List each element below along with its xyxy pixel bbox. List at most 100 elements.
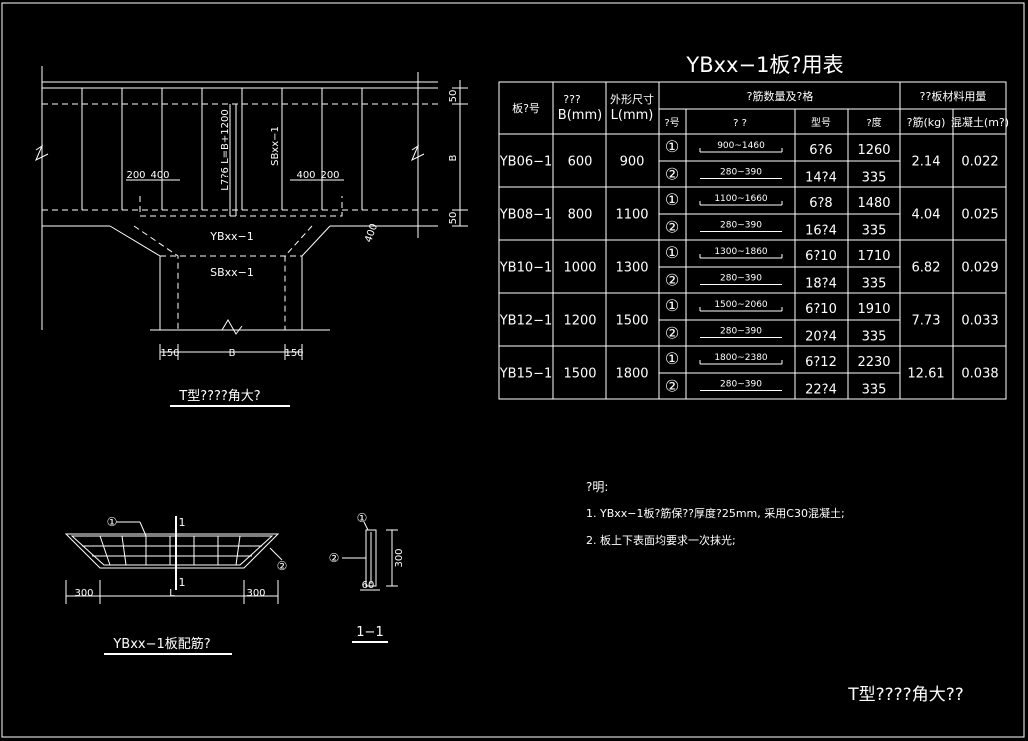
notes-line-2: 2. 板上下表面均要求一次抹光; xyxy=(586,533,736,547)
cell-l: 1300 xyxy=(615,261,648,276)
cell-plate-id: YB10−1 xyxy=(499,261,553,276)
cell-rebar-1-type: 6?6 xyxy=(809,143,832,158)
notes-heading: ?明: xyxy=(586,480,608,494)
cell-rebar-1-no: ① xyxy=(665,349,679,368)
plan-dim-50-mid: 50 xyxy=(448,212,459,225)
cell-concrete: 0.029 xyxy=(961,261,998,276)
cell-rebar-2-shape: 280~390 xyxy=(720,221,762,231)
cell-rebar-2-len: 335 xyxy=(862,330,887,345)
cell-b: 800 xyxy=(568,208,593,223)
cell-rebar-2-len: 335 xyxy=(862,383,887,398)
plan-rebar-label: L7?6 L=B+1200 xyxy=(220,109,231,190)
plan-yb-label: YBxx−1 xyxy=(209,230,254,243)
sheet-title: T型????角大?? xyxy=(847,685,964,705)
section-marker-1: ① xyxy=(357,511,368,525)
plan-sb-vertical-label: SBxx−1 xyxy=(270,126,281,166)
cell-rebar-2-no: ② xyxy=(665,165,679,184)
cell-rebar-2-type: 22?4 xyxy=(805,383,837,398)
section-1-1 xyxy=(342,521,398,643)
material-table xyxy=(498,81,1007,400)
plan-dim-200-left: 200 xyxy=(126,170,145,181)
table-title: YBxx−1板?用表 xyxy=(685,53,843,77)
plan-dim-150-right: 150 xyxy=(284,348,303,359)
cell-rebar-2-shape: 280~390 xyxy=(720,380,762,390)
cell-rebar-1-no: ① xyxy=(665,243,679,262)
cell-rebar-2-type: 20?4 xyxy=(805,330,837,345)
cell-rebar-2-shape: 280~390 xyxy=(720,274,762,284)
plan-sb-label: SBxx−1 xyxy=(210,266,254,279)
header-concrete: 混凝土(m?) xyxy=(951,115,1009,129)
plan-dim-400-right: 400 xyxy=(296,170,315,181)
section-caption: 1−1 xyxy=(356,625,383,640)
header-rebar-no: ?号 xyxy=(664,117,679,129)
header-l-top: 外形尺寸 xyxy=(610,92,654,106)
detail-caption: YBxx−1板配筋? xyxy=(112,636,210,652)
cell-rebar-2-len: 335 xyxy=(862,224,887,239)
cell-rebar-2-len: 335 xyxy=(862,277,887,292)
header-rebar-type: 型号 xyxy=(811,116,831,129)
rebar-detail xyxy=(64,516,283,655)
cell-plate-id: YB08−1 xyxy=(499,208,553,223)
cell-steel: 2.14 xyxy=(912,155,941,170)
cell-rebar-1-shape: 1300~1860 xyxy=(714,247,768,257)
cell-rebar-1-len: 1710 xyxy=(857,249,890,264)
header-b-top: ??? xyxy=(563,93,581,106)
plan-dim-400-left: 400 xyxy=(150,170,169,181)
header-material-group: ??板材料用量 xyxy=(920,89,987,103)
detail-section-bottom: 1 xyxy=(179,576,186,589)
cell-steel: 12.61 xyxy=(907,367,944,382)
cell-rebar-2-shape: 280~390 xyxy=(720,168,762,178)
cell-rebar-1-shape: 900~1460 xyxy=(717,141,765,151)
cell-rebar-1-len: 1480 xyxy=(857,196,890,211)
plan-caption: T型????角大? xyxy=(178,389,260,404)
cell-rebar-1-len: 1260 xyxy=(857,143,890,158)
detail-section-top: 1 xyxy=(179,516,186,529)
cell-l: 1800 xyxy=(615,367,648,382)
cell-concrete: 0.038 xyxy=(961,367,998,382)
cell-b: 1200 xyxy=(563,314,596,329)
header-plate-no: 板?号 xyxy=(512,101,540,115)
header-rebar-len: ?度 xyxy=(866,116,881,129)
header-rebar-shape: ? ? xyxy=(733,118,747,129)
cell-rebar-2-no: ② xyxy=(665,218,679,237)
cell-steel: 4.04 xyxy=(912,208,941,223)
cell-rebar-1-shape: 1800~2380 xyxy=(714,353,768,363)
cell-rebar-2-type: 14?4 xyxy=(805,171,837,186)
cell-rebar-1-no: ① xyxy=(665,296,679,315)
cell-rebar-1-type: 6?12 xyxy=(805,355,837,370)
cell-rebar-2-no: ② xyxy=(665,324,679,343)
section-dim-60: 60 xyxy=(362,580,375,591)
cell-rebar-1-type: 6?10 xyxy=(805,302,837,317)
detail-marker-1: ① xyxy=(107,515,118,529)
cell-steel: 6.82 xyxy=(912,261,941,276)
cell-rebar-2-no: ② xyxy=(665,271,679,290)
cell-l: 1500 xyxy=(615,314,648,329)
cell-l: 900 xyxy=(620,155,645,170)
cell-concrete: 0.033 xyxy=(961,314,998,329)
cell-rebar-1-len: 2230 xyxy=(857,355,890,370)
plan-dim-b-right: B xyxy=(448,154,459,161)
cell-steel: 7.73 xyxy=(912,314,941,329)
cell-rebar-1-no: ① xyxy=(665,137,679,156)
cell-rebar-2-shape: 280~390 xyxy=(720,327,762,337)
header-steel: ?筋(kg) xyxy=(907,115,946,129)
cell-rebar-1-no: ① xyxy=(665,190,679,209)
header-rebar-group: ?筋数量及?格 xyxy=(747,89,814,103)
cell-rebar-1-type: 6?10 xyxy=(805,249,837,264)
detail-dim-300-right: 300 xyxy=(246,588,265,599)
plan-view xyxy=(35,66,468,407)
cell-plate-id: YB06−1 xyxy=(499,155,553,170)
cell-rebar-2-type: 18?4 xyxy=(805,277,837,292)
cell-rebar-1-type: 6?8 xyxy=(809,196,832,211)
cell-rebar-1-shape: 1500~2060 xyxy=(714,300,768,310)
cell-l: 1100 xyxy=(615,208,648,223)
cell-rebar-1-shape: 1100~1660 xyxy=(714,194,768,204)
cell-rebar-2-len: 335 xyxy=(862,171,887,186)
section-dim-300: 300 xyxy=(394,548,405,567)
plan-dim-b-bottom: B xyxy=(229,348,236,359)
cell-rebar-2-no: ② xyxy=(665,377,679,396)
plan-dim-200-right: 200 xyxy=(320,170,339,181)
cell-rebar-1-len: 1910 xyxy=(857,302,890,317)
